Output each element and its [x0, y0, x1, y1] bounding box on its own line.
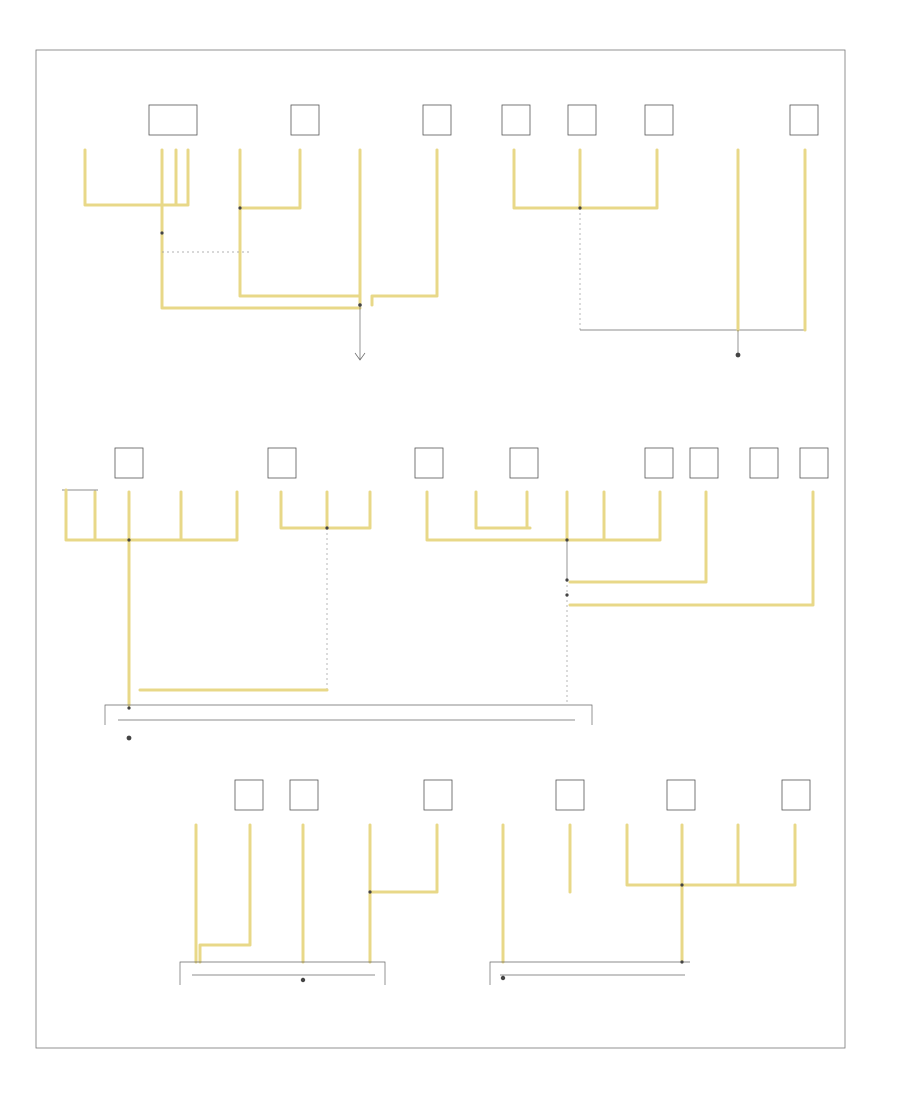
- component-box: [501, 104, 531, 136]
- splice-dot: [127, 706, 131, 710]
- component-box: [749, 447, 779, 479]
- splice-dot: [300, 977, 306, 983]
- splice-dot: [565, 593, 569, 597]
- splice-dot: [160, 231, 164, 235]
- splice-dot: [735, 352, 741, 358]
- component-box: [148, 104, 198, 136]
- splice-dot: [238, 206, 242, 210]
- splice-dot: [578, 206, 582, 210]
- middle-ground-group: [62, 447, 829, 741]
- component-box: [799, 447, 829, 479]
- component-box: [644, 104, 674, 136]
- component-box: [666, 779, 696, 811]
- bottom-right-ground-group: [489, 779, 811, 985]
- splice-dot: [680, 960, 684, 964]
- component-box: [422, 104, 452, 136]
- component-box: [290, 104, 320, 136]
- top-left-ground-group: [83, 104, 452, 361]
- component-box: [555, 779, 585, 811]
- component-box: [689, 447, 719, 479]
- splice-dot: [680, 883, 684, 887]
- component-box: [567, 104, 597, 136]
- component-box: [789, 104, 819, 136]
- splice-dot: [325, 526, 329, 530]
- component-box: [114, 447, 144, 479]
- splice-dot: [565, 578, 569, 582]
- splice-dot: [126, 735, 132, 741]
- component-box: [234, 779, 264, 811]
- splice-dot: [368, 890, 372, 894]
- top-right-ground-group: [501, 104, 819, 358]
- splice-dot: [500, 975, 506, 981]
- bottom-left-ground-group: [179, 779, 453, 985]
- splice-dot: [565, 538, 569, 542]
- splice-dot: [127, 538, 131, 542]
- splice-dot: [358, 303, 362, 307]
- component-box: [267, 447, 297, 479]
- component-box: [781, 779, 811, 811]
- component-box: [414, 447, 444, 479]
- diagram-frame: [35, 49, 846, 1049]
- component-box: [423, 779, 453, 811]
- component-box: [289, 779, 319, 811]
- component-box: [509, 447, 539, 479]
- component-box: [644, 447, 674, 479]
